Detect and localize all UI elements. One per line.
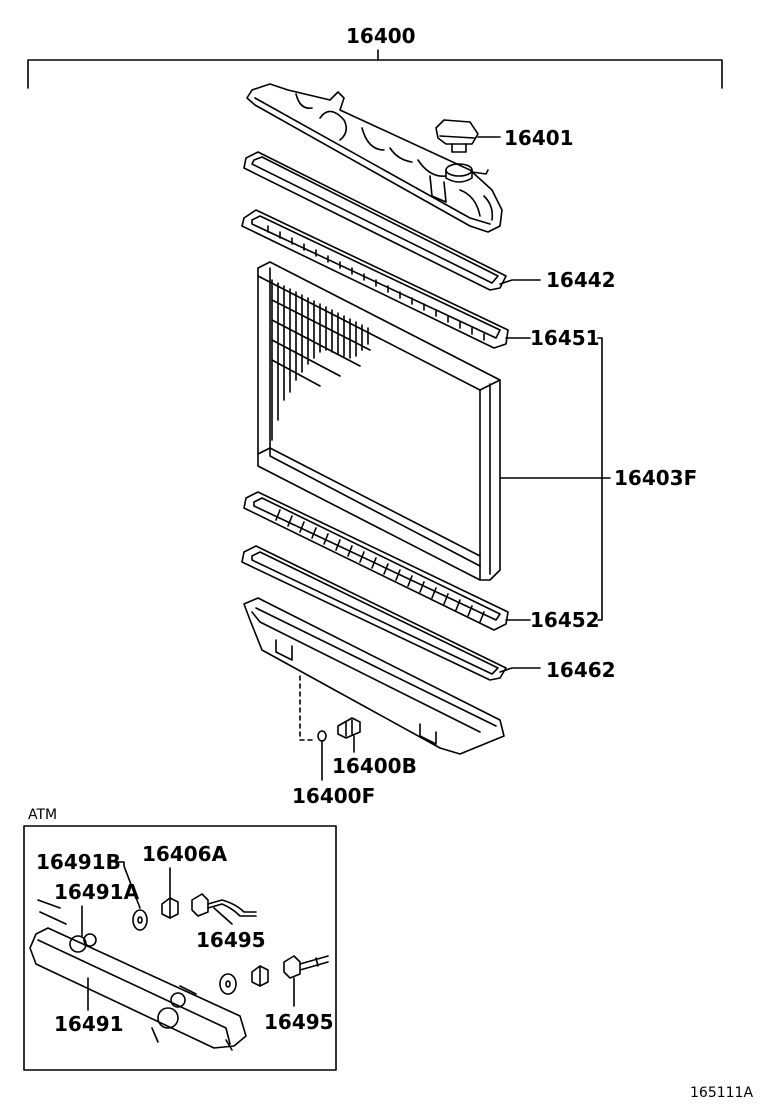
lower-seal — [244, 492, 508, 630]
atm-union-bottom — [284, 956, 328, 978]
label-drain-cock: 16400B — [332, 754, 417, 778]
figure-code: 165111A — [690, 1085, 754, 1101]
label-core: 16403F — [614, 466, 698, 490]
lower-tank — [244, 598, 504, 754]
label-atm-washer-b: 16491B — [36, 850, 121, 874]
atm-washer-b — [133, 910, 147, 930]
label-drain-oring: 16400F — [292, 784, 376, 808]
upper-gasket — [244, 152, 506, 290]
label-upper-seal: 16451 — [530, 326, 600, 350]
label-lower-gasket: 16462 — [546, 658, 616, 682]
label-atm-washer-a: 16491A — [54, 880, 140, 904]
label-atm-union-bottom: 16495 — [264, 1010, 334, 1034]
leader-lower-gasket — [500, 668, 540, 672]
label-atm-tank: 16491 — [54, 1012, 124, 1036]
label-upper-gasket: 16442 — [546, 268, 616, 292]
leader-upper-gasket — [500, 280, 540, 284]
label-assembly: 16400 — [346, 24, 416, 48]
radiator-core — [258, 262, 500, 580]
atm-leaders — [82, 862, 294, 1010]
atm-union-top — [192, 894, 256, 916]
atm-washer-bottom — [220, 974, 236, 994]
assembly-bracket — [28, 50, 722, 88]
label-cap: 16401 — [504, 126, 574, 150]
upper-seal — [242, 210, 508, 348]
lower-gasket — [242, 546, 506, 680]
drain-oring — [300, 676, 326, 780]
core-group-bracket — [598, 338, 602, 620]
atm-nut-top — [162, 898, 178, 918]
radiator-cap — [436, 120, 488, 182]
label-atm-union-top: 16495 — [196, 928, 266, 952]
drain-cock — [338, 718, 360, 752]
atm-tank — [30, 900, 246, 1050]
label-atm: ATM — [28, 807, 58, 823]
atm-nut-bottom — [252, 966, 268, 986]
upper-tank — [247, 84, 502, 232]
label-atm-nut: 16406A — [142, 842, 228, 866]
label-lower-seal: 16452 — [530, 608, 600, 632]
atm-inset-frame — [24, 826, 336, 1070]
